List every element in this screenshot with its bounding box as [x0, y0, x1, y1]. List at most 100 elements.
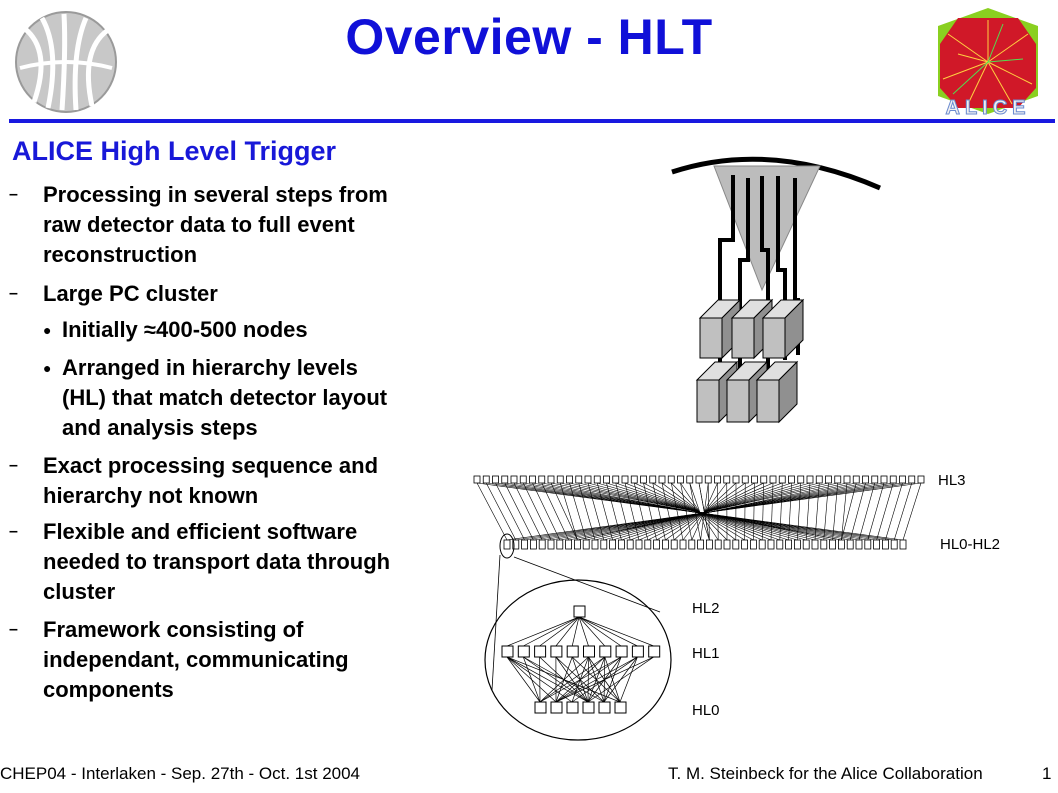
hl0-hl2-node — [803, 540, 809, 549]
hl0-hl2-node — [689, 540, 695, 549]
hl3-connections — [477, 483, 921, 540]
hl3-node — [576, 476, 582, 483]
hl2-node — [574, 606, 585, 617]
hl3-node — [789, 476, 795, 483]
hl0-hl2-node — [680, 540, 686, 549]
hl3-node — [872, 476, 878, 483]
hl0-hl2-node — [548, 540, 554, 549]
hl0-hl2-node — [592, 540, 598, 549]
hl3-node — [770, 476, 776, 483]
hl3-node — [650, 476, 656, 483]
hl3-node — [483, 476, 489, 483]
hl0-hl2-node — [654, 540, 660, 549]
hl3-node — [863, 476, 869, 483]
hl3-node — [844, 476, 850, 483]
hl0-hl2-node — [645, 540, 651, 549]
hl3-node — [752, 476, 758, 483]
hl1-node — [649, 646, 660, 657]
hl1-node — [518, 646, 529, 657]
hl3-node — [900, 476, 906, 483]
hl0-hl2-node — [566, 540, 572, 549]
hl3-node — [622, 476, 628, 483]
hl0-hl2-node — [759, 540, 765, 549]
label-hl3: HL3 — [938, 472, 966, 489]
hl0-hl2-node — [530, 540, 536, 549]
hl0-hl2-node — [821, 540, 827, 549]
hl0-hl2-node — [830, 540, 836, 549]
hl3-node — [520, 476, 526, 483]
hl3-node — [705, 476, 711, 483]
hl0-hl2-node — [742, 540, 748, 549]
hl3-node — [502, 476, 508, 483]
hl0-hl2-node — [557, 540, 563, 549]
hl0-hl2-node — [874, 540, 880, 549]
label-hl0: HL0 — [692, 702, 720, 719]
hl3-node — [678, 476, 684, 483]
hl0-hl2-node — [838, 540, 844, 549]
hl0-hl2-node — [786, 540, 792, 549]
hl3-node — [853, 476, 859, 483]
hl0-node — [567, 702, 578, 713]
footer-conference: CHEP04 - Interlaken - Sep. 27th - Oct. 1… — [0, 764, 360, 784]
hl0-node — [583, 702, 594, 713]
hl0-hl2-node — [865, 540, 871, 549]
label-hl1: HL1 — [692, 645, 720, 662]
hl3-node — [474, 476, 480, 483]
hl3-node — [715, 476, 721, 483]
hl3-node — [567, 476, 573, 483]
hl0-node — [599, 702, 610, 713]
hl3-node — [742, 476, 748, 483]
hl1-node — [616, 646, 627, 657]
hl3-node — [557, 476, 563, 483]
hl3-node — [724, 476, 730, 483]
hl0-hl2-node — [698, 540, 704, 549]
hl0-hl2-node — [768, 540, 774, 549]
hl1-node — [632, 646, 643, 657]
hl3-node — [761, 476, 767, 483]
hl3-node — [816, 476, 822, 483]
hl0-hl2-node — [777, 540, 783, 549]
hl0-hl2-node — [610, 540, 616, 549]
hl0-hl2-node — [601, 540, 607, 549]
hl3-node — [918, 476, 924, 483]
hl3-node — [594, 476, 600, 483]
hl1-node — [567, 646, 578, 657]
hl0-node — [551, 702, 562, 713]
hl1-node — [584, 646, 595, 657]
hl0-hl2-node — [750, 540, 756, 549]
hl3-node — [604, 476, 610, 483]
label-hl0-hl2: HL0-HL2 — [940, 536, 1000, 553]
hl0-hl2-node — [794, 540, 800, 549]
zoom-line — [514, 557, 660, 612]
hl0-hl2-node — [539, 540, 545, 549]
hl0-hl2-node — [583, 540, 589, 549]
hl3-node — [668, 476, 674, 483]
hl3-node — [631, 476, 637, 483]
hl0-hl2-node — [733, 540, 739, 549]
hl3-node — [493, 476, 499, 483]
hl3-node — [779, 476, 785, 483]
hl3-node — [511, 476, 517, 483]
hl0-node — [615, 702, 626, 713]
hl0-hl2-node — [627, 540, 633, 549]
hl3-node — [641, 476, 647, 483]
hl3-node — [613, 476, 619, 483]
hl3-node — [585, 476, 591, 483]
hl3-node — [881, 476, 887, 483]
zoom-connections — [507, 617, 654, 702]
footer-author: T. M. Steinbeck for the Alice Collaborat… — [668, 764, 983, 784]
hl0-hl2-node — [856, 540, 862, 549]
hl3-node — [733, 476, 739, 483]
hl3-node — [696, 476, 702, 483]
hl3-node — [826, 476, 832, 483]
hl3-node — [835, 476, 841, 483]
hl0-hl2-node — [900, 540, 906, 549]
hl0-hl2-node — [812, 540, 818, 549]
hl0-hl2-node — [847, 540, 853, 549]
hl3-node — [798, 476, 804, 483]
hl1-node — [600, 646, 611, 657]
hl0-hl2-node — [891, 540, 897, 549]
hl3-node — [807, 476, 813, 483]
hl3-node — [539, 476, 545, 483]
